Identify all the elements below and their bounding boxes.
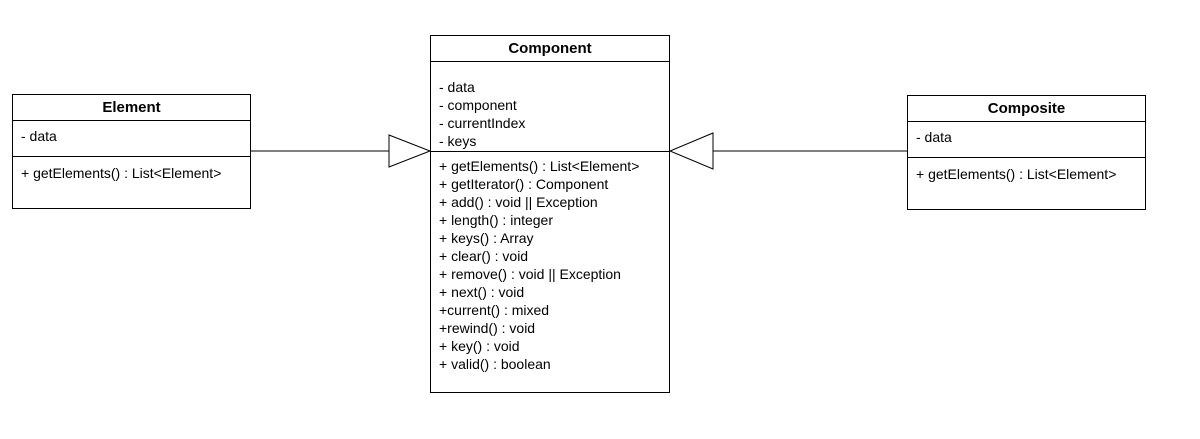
class-element-attributes: - data (13, 121, 250, 157)
class-element-name: Element (13, 95, 250, 121)
class-composite-name: Composite (908, 96, 1145, 122)
class-composite-attributes: - data (908, 122, 1145, 158)
class-composite-operations: + getElements() : List<Element> (908, 158, 1145, 183)
class-component-operations: + getElements() : List<Element> + getIter… (431, 152, 669, 373)
class-component-operation: +current() : mixed (439, 302, 550, 318)
class-component-operation: + length() : integer (439, 212, 554, 228)
class-composite[interactable]: Composite - data + getElements() : List<… (907, 95, 1146, 210)
class-component-operation: + add() : void || Exception (439, 194, 598, 210)
class-element-operations: + getElements() : List<Element> (13, 157, 250, 182)
class-element[interactable]: Element - data + getElements() : List<El… (12, 94, 251, 209)
class-component-operation: + clear() : void (439, 248, 529, 264)
class-element-operation: + getElements() : List<Element> (21, 165, 222, 181)
class-component-operation: + remove() : void || Exception (439, 266, 621, 282)
class-composite-attribute: - data (916, 129, 952, 145)
composite-generalization-arrowhead (668, 132, 714, 170)
class-component-operation: + keys() : Array (439, 230, 534, 246)
class-component-name: Component (431, 36, 669, 62)
class-component-attribute: - keys (439, 133, 477, 149)
class-component-operation: + key() : void (439, 338, 520, 354)
class-composite-operation: + getElements() : List<Element> (916, 166, 1117, 182)
class-component-operation: +rewind() : void (439, 320, 536, 336)
class-component-operation: + next() : void (439, 284, 525, 300)
class-element-attribute: - data (21, 128, 57, 144)
class-component-operation: + getIterator() : Component (439, 176, 609, 192)
class-component-operation: + getElements() : List<Element> (439, 158, 640, 174)
class-component-attributes: - data - component - currentIndex - keys (431, 62, 669, 152)
class-component[interactable]: Component - data - component - currentInde… (430, 35, 670, 393)
element-generalization-arrowhead (388, 134, 432, 168)
class-component-attribute: - data (439, 79, 475, 95)
class-component-attribute: - currentIndex (439, 115, 526, 131)
class-component-operation: + valid() : boolean (439, 356, 551, 372)
class-component-attribute: - component (439, 97, 517, 113)
